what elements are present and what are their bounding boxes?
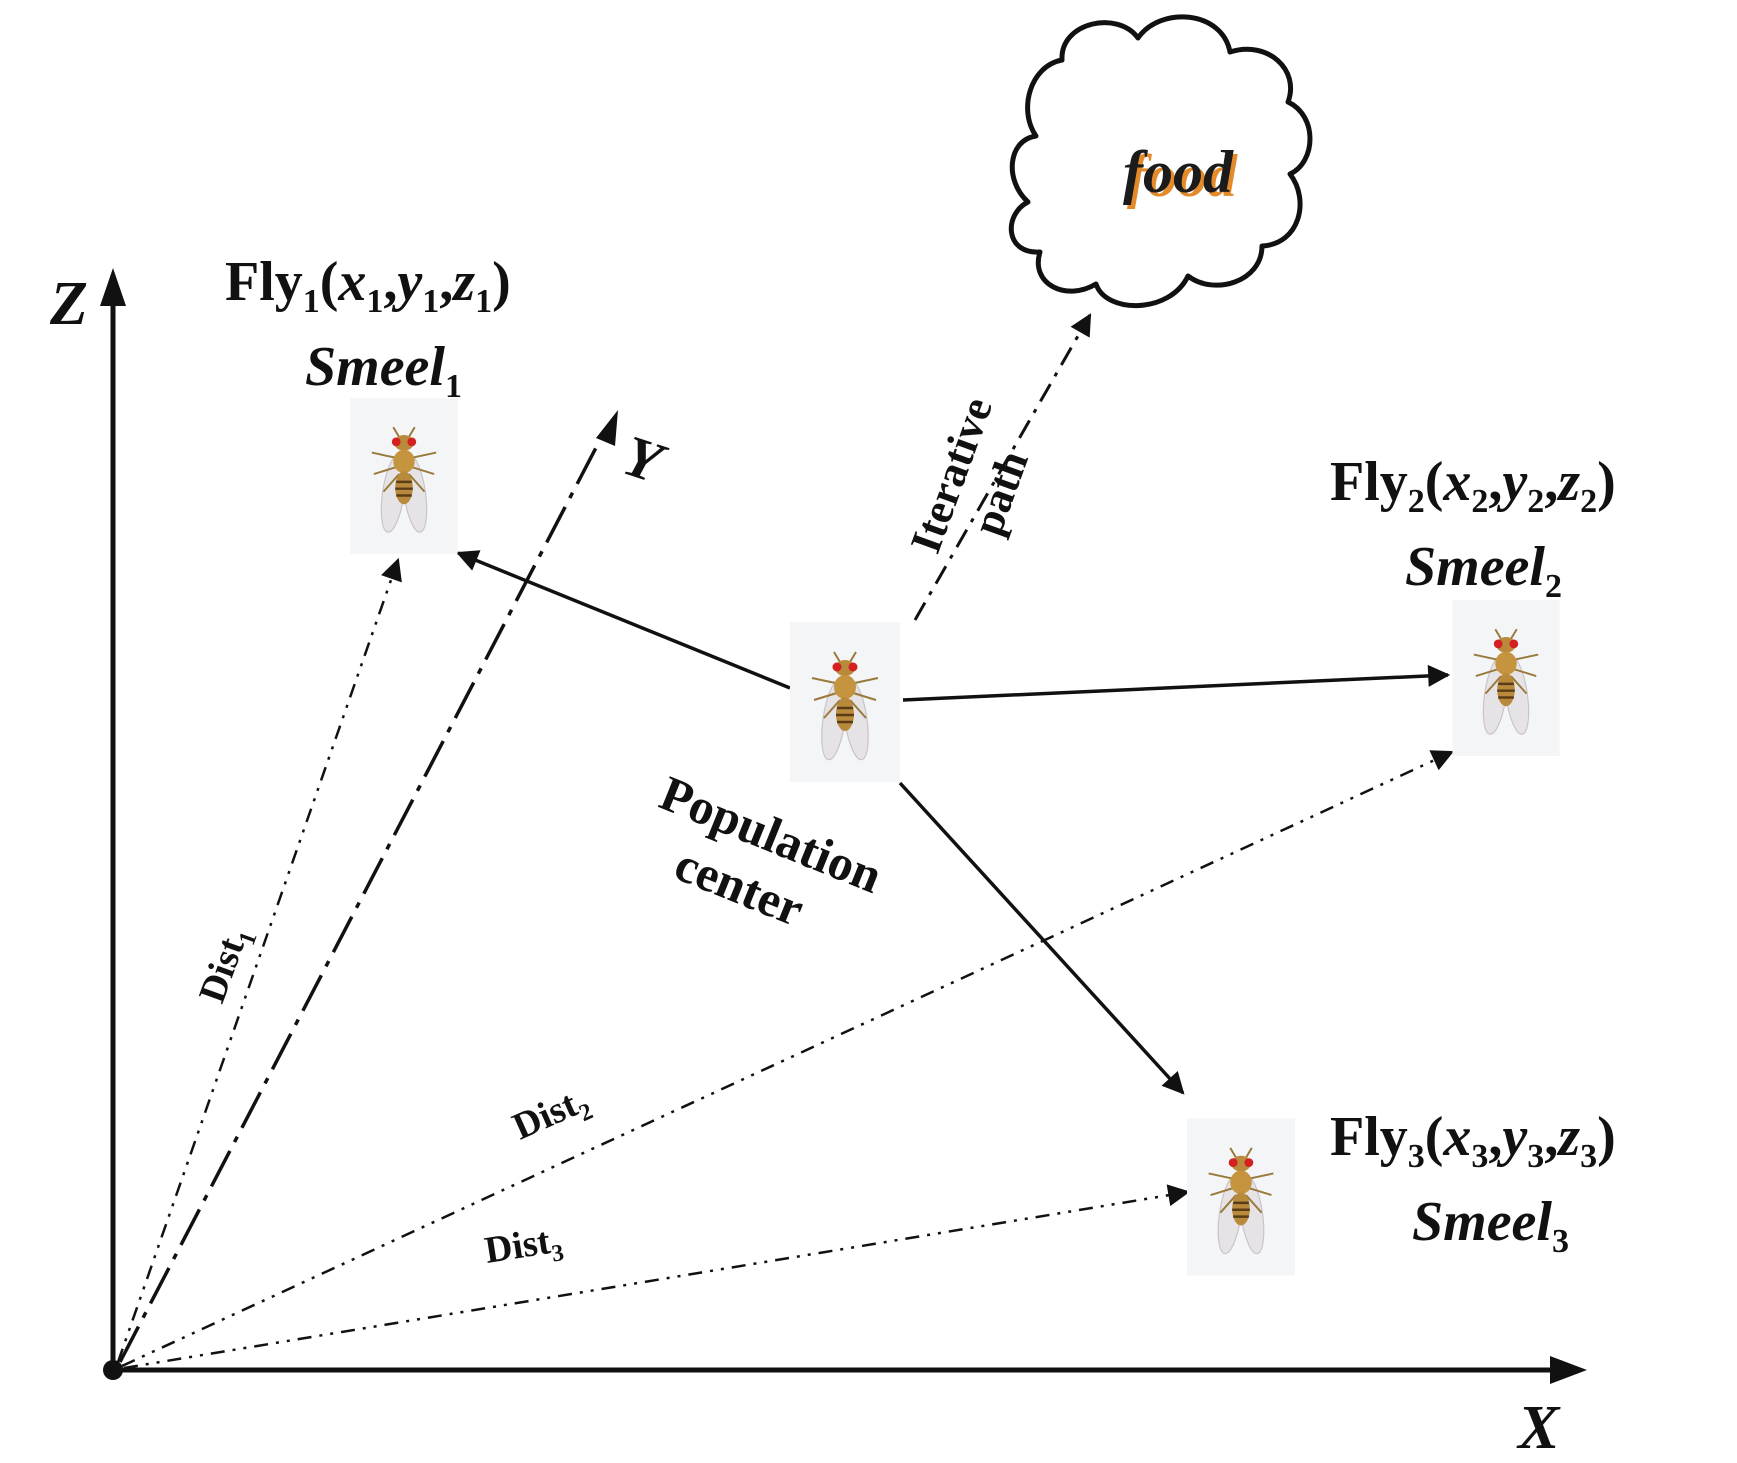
svg-text:Smeel1: Smeel1	[305, 336, 462, 405]
svg-text:Dist3: Dist3	[482, 1218, 566, 1278]
population-center-fly-icon	[790, 622, 900, 782]
dist2-label: Dist2	[507, 1078, 597, 1153]
population-center-label: Population center	[653, 765, 891, 937]
svg-text:Fly2(x2,y2,z2): Fly2(x2,y2,z2)	[1330, 451, 1616, 520]
svg-text:Dist2: Dist2	[507, 1078, 597, 1153]
z-axis-label: Z	[49, 270, 88, 338]
dist1-line	[116, 557, 402, 1363]
arrow-to-fly1	[455, 550, 791, 690]
origin-point	[103, 1360, 123, 1380]
fly1-label: Fly1(x1,y1,z1) Smeel1	[225, 251, 511, 405]
z-axis	[100, 268, 126, 1370]
y-axis	[118, 410, 618, 1363]
fly3-icon	[1187, 1118, 1295, 1276]
dist1-label: Dist1	[191, 921, 263, 1010]
y-axis-label: Y	[616, 423, 674, 497]
arrow-to-fly2	[902, 664, 1451, 702]
x-axis	[113, 1356, 1587, 1384]
food-label-shadow: food	[1127, 143, 1238, 209]
arrow-to-fly3	[898, 781, 1185, 1095]
food-cloud	[1008, 14, 1313, 308]
fly3-label: Fly3(x3,y3,z3) Smeel3	[1330, 1106, 1616, 1260]
food-label: food	[1123, 139, 1234, 205]
dist3-label: Dist3	[482, 1218, 566, 1278]
svg-text:Fly3(x3,y3,z3): Fly3(x3,y3,z3)	[1330, 1106, 1616, 1175]
dist3-line	[123, 1184, 1191, 1370]
iterative-path-line	[913, 313, 1092, 621]
fly1-icon	[350, 398, 458, 554]
svg-text:Smeel3: Smeel3	[1412, 1191, 1569, 1260]
svg-text:Fly1(x1,y1,z1): Fly1(x1,y1,z1)	[225, 251, 511, 320]
svg-text:Smeel2: Smeel2	[1405, 536, 1562, 605]
dist2-line	[121, 750, 1454, 1368]
fly2-label: Fly2(x2,y2,z2) Smeel2	[1330, 451, 1616, 605]
iterative-path-label: Iterative path	[901, 391, 1038, 559]
x-axis-label: X	[1516, 1394, 1561, 1462]
fly2-icon	[1452, 600, 1560, 756]
svg-text:Dist1: Dist1	[191, 921, 263, 1010]
